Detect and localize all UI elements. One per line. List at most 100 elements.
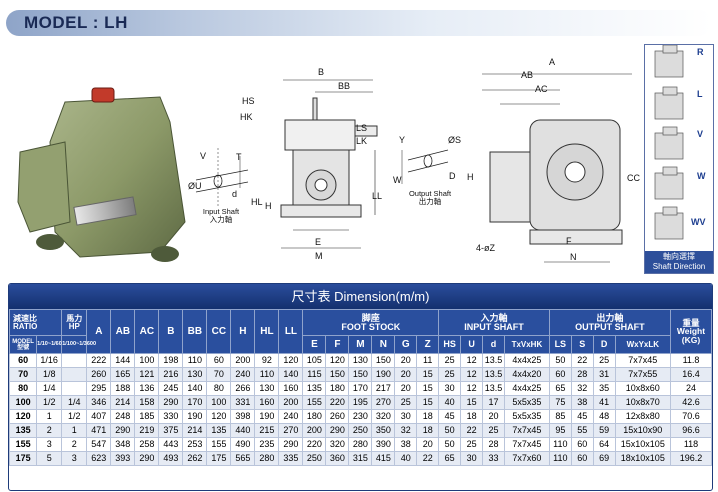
table-cell: 258 [134,437,160,452]
table-cell: 28 [482,437,505,452]
table-cell: 25 [438,353,462,368]
weight-header: 重量 Weight (KG) [669,309,712,354]
model-header: MODEL 型號 [9,335,38,354]
table-cell: 25 [482,423,505,438]
table-cell: 1 [36,409,63,424]
table-cell: 1/2 [36,395,63,410]
weight-header-cn: 重量 [682,317,700,328]
table-cell: 280 [348,437,373,452]
table-cell: 270 [278,423,304,438]
table-cell: 100 [206,395,232,410]
table-cell: 253 [182,437,208,452]
table-cell: 95 [548,423,572,438]
table-cell: 4x4x20 [503,367,550,382]
table-cell: 290 [110,423,136,438]
table-cell: 250 [302,451,327,466]
table-cell: 35 [592,381,616,396]
shaft-option-W: W [697,171,706,181]
table-cell: 15 [416,381,440,396]
dim-label-M: M [315,251,323,261]
table-cell: 120 [9,409,38,424]
col-CC: CC [206,309,232,354]
ratio-header-cn: 減速比 [13,313,37,323]
table-cell: 219 [134,423,160,438]
table-cell: 50 [438,437,462,452]
table-cell: 398 [230,409,256,424]
col-BB: BB [182,309,208,354]
table-cell: 214 [110,395,136,410]
table-cell: 222 [86,353,112,368]
table-cell: 22 [416,451,440,466]
table-cell [61,353,88,368]
input-shaft-header: 入力軸 INPUT SHAFT [438,309,550,336]
table-cell: 443 [158,437,184,452]
table-cell: 262 [182,451,208,466]
foot-stock-header-en: FOOT STOCK [341,321,401,332]
table-cell: 170 [348,381,373,396]
table-cell: 60 [570,451,594,466]
gearbox-photo [17,87,186,262]
table-cell: 1/4 [36,381,63,396]
table-cell: 38 [394,437,418,452]
weight-header-unit: (KG) [681,334,701,345]
table-cell: 216 [158,367,184,382]
dim-label-LL: LL [372,191,383,201]
table-cell: 13.5 [482,353,505,368]
table-cell: 120 [206,409,232,424]
ratio2-header: 1/100~1/3600 [61,335,96,354]
ratio-header: 減速比 RATIO [9,309,63,336]
table-cell: 100 [134,353,160,368]
output-shaft-header: 出力軸 OUTPUT SHAFT [548,309,671,336]
table-cell: 4x4x25 [503,353,550,368]
table-cell: 115 [302,367,327,382]
table-cell: 118 [669,437,712,452]
table-title: 尺寸表 Dimension(m/m) [9,284,712,309]
table-cell: 15 [416,395,440,410]
table-cell: 196.2 [669,451,712,466]
input-shaft-caption-cn: 入力軸 [209,214,233,224]
output-shaft-header-en: OUTPUT SHAFT [575,321,645,332]
table-cell: 200 [278,395,304,410]
table-cell: 5x5x35 [503,395,550,410]
dim-label-HS: HS [242,96,255,106]
table-cell: 320 [371,409,396,424]
table-cell: 360 [325,451,350,466]
table-cell: 130 [348,353,373,368]
foot-stock-header-cn: 脚座 [361,312,380,323]
output-shaft-caption-en: Output Shaft [408,189,452,198]
table-cell: 25 [592,353,616,368]
table-cell: 200 [302,423,327,438]
table-cell: 175 [9,451,38,466]
dim-label-CC: CC [627,173,640,183]
table-cell: 18x10x105 [614,451,671,466]
input-shaft-diagram [195,148,249,208]
foot-stock-header: 脚座 FOOT STOCK [302,309,440,336]
table-cell: 15x10x105 [614,437,671,452]
table-cell: 130 [254,381,280,396]
dim-label-T: T [236,152,242,162]
table-cell: 200 [230,353,256,368]
col-E: E [302,335,327,354]
table-cell [61,367,88,382]
table-cell: 220 [302,437,327,452]
table-cell: 190 [371,367,396,382]
col-AC: AC [134,309,160,354]
hp-header: 馬力 HP [61,309,88,336]
table-cell: 136 [134,381,160,396]
dim-label-A: A [549,57,556,67]
table-cell: 565 [230,451,256,466]
table-cell: 1/8 [36,367,63,382]
table-cell: 346 [86,395,112,410]
table-cell: 24 [669,381,712,396]
table-cell: 440 [230,423,256,438]
table-cell: 180 [325,381,350,396]
table-cell: 70 [9,367,38,382]
table-cell: 185 [134,409,160,424]
col-S: S [570,335,594,354]
table-cell: 7x7x45 [503,437,550,452]
